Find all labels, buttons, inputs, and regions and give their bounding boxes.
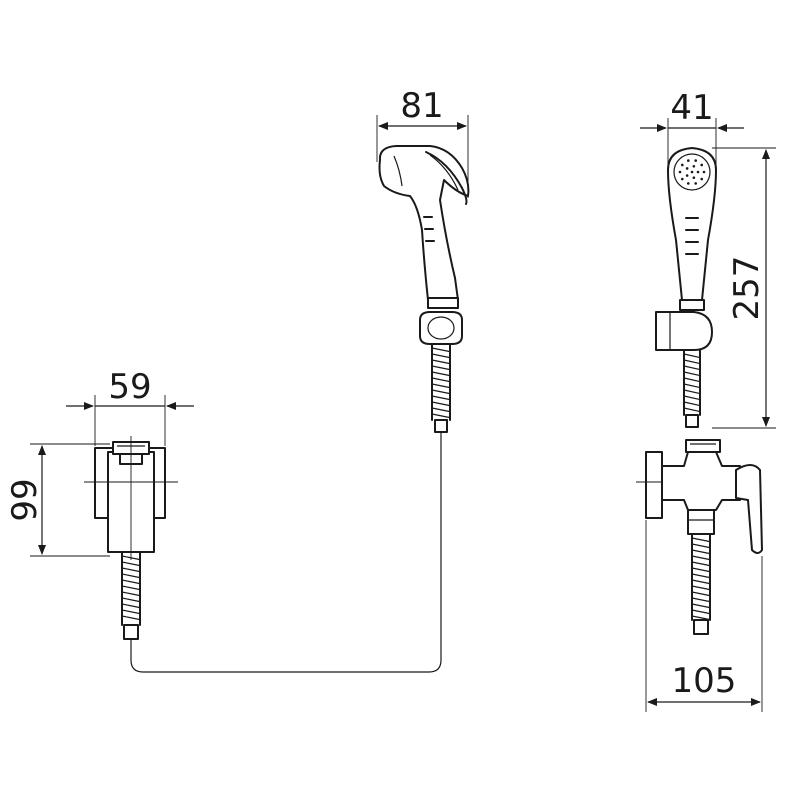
dimension-shower-side-width: 41 [640, 88, 744, 168]
dimension-label-valve-height: 99 [5, 478, 45, 521]
dimension-side-depth: 105 [645, 520, 763, 712]
dimension-valve-width: 59 [66, 367, 194, 446]
dimension-label-valve-width: 59 [108, 367, 151, 407]
dimension-label-shower-width: 81 [400, 86, 443, 126]
front-valve-view [84, 436, 178, 640]
dimension-label-shower-side-width: 41 [670, 88, 713, 128]
dimension-label-shower-height: 257 [727, 256, 767, 321]
side-view [636, 147, 763, 635]
connecting-hose [130, 432, 442, 673]
dimension-label-side-depth: 105 [672, 661, 737, 701]
dimension-valve-height: 99 [5, 443, 110, 557]
hand-shower-view [378, 145, 470, 433]
nozzle-dots [678, 159, 706, 185]
dimension-shower-height: 257 [712, 147, 776, 429]
valve-hose [121, 551, 141, 640]
dimension-shower-width: 81 [376, 86, 469, 198]
